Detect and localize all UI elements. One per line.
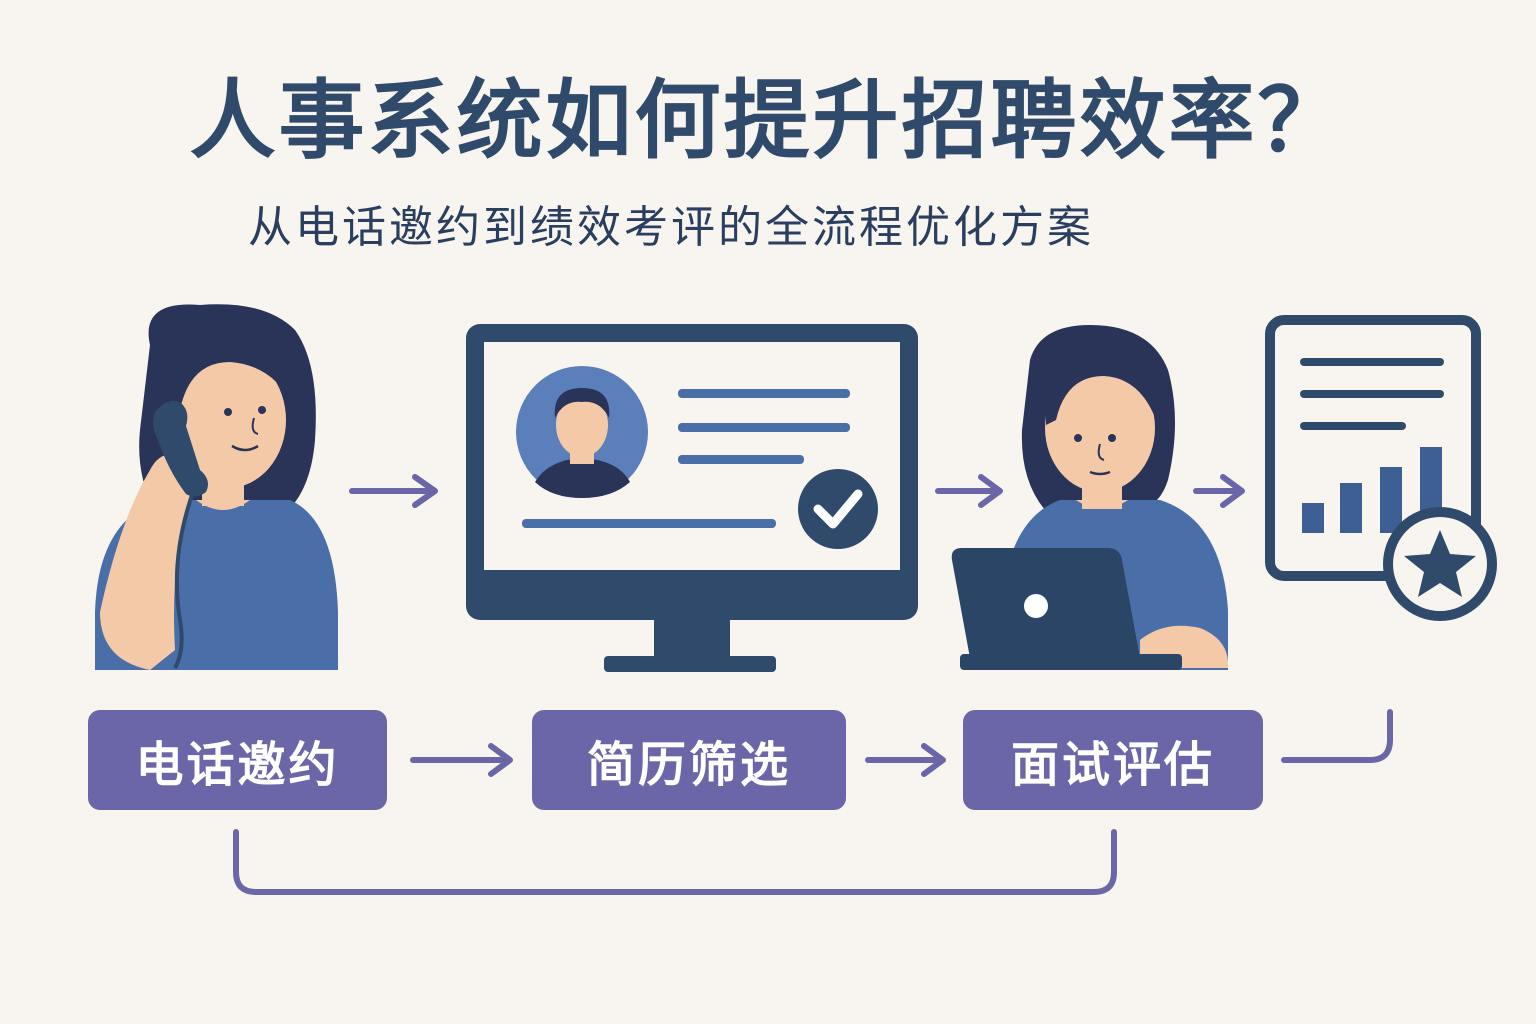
page-subtitle: 从电话邀约到绩效考评的全流程优化方案 (248, 202, 1094, 253)
step-phone-invitation[interactable]: 电话邀约 (88, 710, 387, 810)
feedback-loop-bracket (233, 829, 1117, 895)
resume-monitor-icon (466, 324, 918, 672)
step-interview-evaluation[interactable]: 面试评估 (963, 710, 1263, 810)
person-with-laptop-icon (951, 325, 1229, 670)
person-on-phone-icon (95, 304, 338, 670)
step-resume-screening[interactable]: 简历筛选 (532, 710, 846, 810)
performance-report-star-icon (1265, 315, 1497, 621)
page-title: 人事系统如何提升招聘效率？ (189, 71, 1347, 171)
step-connector-to-report (1281, 709, 1393, 763)
